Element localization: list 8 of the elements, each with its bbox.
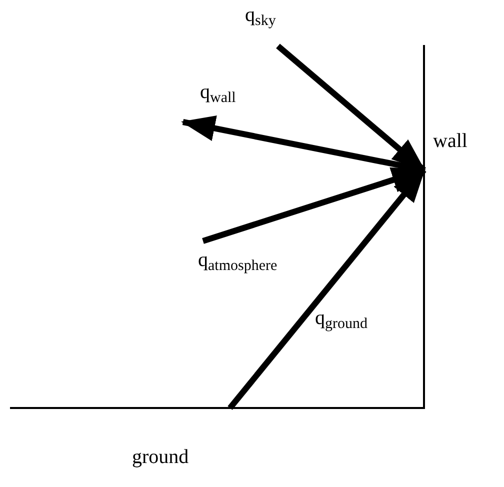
edge-label: q$_{wall}$ [200, 82, 236, 106]
edge-label: q$_{sky}$ [245, 5, 276, 29]
edge-label: q$_{atmosphere}$ [198, 250, 278, 274]
edge-label: q$_{ground}$ [315, 308, 368, 332]
arrow [228, 168, 426, 410]
arrow [202, 167, 426, 244]
node-label: wall [433, 131, 468, 151]
node-label: ground [132, 447, 189, 467]
